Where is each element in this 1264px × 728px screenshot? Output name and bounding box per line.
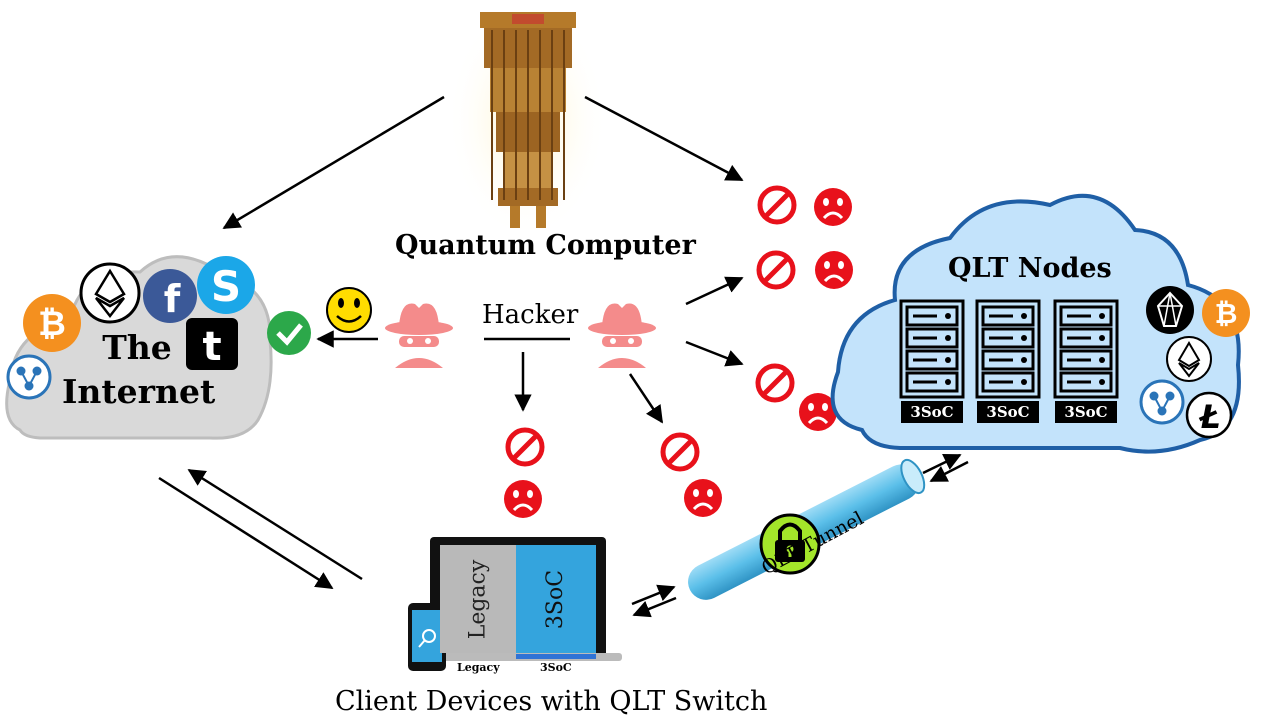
- rack-label: 3SoC: [977, 401, 1039, 423]
- svg-text:Ł: Ł: [1198, 398, 1220, 436]
- no-entry-icon: [663, 435, 697, 469]
- arrow-qc-to-qlt: [584, 95, 744, 182]
- smiley-icon: [326, 287, 372, 333]
- quantum-computer-label: Quantum Computer: [395, 230, 696, 261]
- tumblr-icon: t: [186, 318, 238, 370]
- laptop-base-legacy-label: Legacy: [457, 661, 500, 674]
- arrow-tunnel-to-client: [632, 596, 677, 618]
- ripple-icon: [6, 354, 52, 400]
- sad-face-icon: [682, 477, 724, 519]
- facebook-icon: f: [143, 269, 197, 323]
- soc-screen-label: 3SoC: [543, 569, 569, 629]
- quantum-computer-image: [447, 0, 607, 240]
- svg-text:₿: ₿: [38, 304, 66, 344]
- no-entry-icon: [759, 253, 793, 287]
- svg-text:f: f: [164, 277, 181, 321]
- qlt-nodes-label: QLT Nodes: [948, 253, 1112, 284]
- internet-label: The Internet: [62, 326, 216, 414]
- ethereum-icon: [1166, 336, 1212, 382]
- eos-icon: [1146, 286, 1194, 334]
- hacker-left-icon: [385, 303, 453, 368]
- check-icon: [267, 311, 311, 355]
- arrow-hacker-to-qlt-2: [685, 340, 744, 367]
- arrow-client-to-internet: [187, 468, 363, 581]
- phone-icon: [408, 603, 446, 671]
- legacy-screen-label: Legacy: [465, 559, 491, 639]
- server-rack-icon: [1053, 299, 1119, 399]
- internet-label-line2: Internet: [62, 372, 216, 411]
- bitcoin-icon: ₿: [1202, 289, 1250, 337]
- arrow-qc-to-internet: [222, 95, 445, 230]
- arrows: [158, 95, 969, 618]
- arrow-internet-to-client: [158, 476, 334, 590]
- no-entry-icon: [760, 188, 794, 222]
- internet-label-line1: The: [102, 328, 172, 367]
- bitcoin-icon: ₿: [23, 294, 81, 352]
- sad-face-icon: [812, 186, 854, 228]
- rack-label: 3SoC: [1055, 401, 1117, 423]
- arrow-hacker-down-right: [628, 373, 664, 424]
- laptop-3soc-screen: 3SoC: [516, 545, 596, 653]
- svg-text:₿: ₿: [1215, 297, 1238, 330]
- skype-icon: S: [197, 256, 255, 314]
- svg-text:S: S: [211, 262, 241, 311]
- hacker-right-icon: [588, 303, 656, 368]
- sad-face-icon: [502, 478, 544, 520]
- arrow-tunnel-to-qlt: [922, 453, 962, 475]
- no-entry-icon: [508, 430, 542, 464]
- sad-face-icon: [813, 249, 855, 291]
- lock-icon: [759, 513, 821, 575]
- arrow-hacker-to-qlt-1: [685, 276, 744, 306]
- client-devices-label: Client Devices with QLT Switch: [335, 686, 768, 717]
- svg-text:t: t: [202, 324, 221, 370]
- server-rack-icon: [975, 299, 1041, 399]
- hacker-label: Hacker: [482, 300, 579, 330]
- no-entry-icon: [758, 366, 792, 400]
- server-rack-icon: [899, 299, 965, 399]
- ripple-icon: [1139, 379, 1185, 425]
- ethereum-icon: [79, 262, 141, 324]
- laptop-base-3soc-label: 3SoC: [540, 661, 572, 674]
- litecoin-icon: Ł: [1185, 391, 1233, 439]
- rack-label: 3SoC: [901, 401, 963, 423]
- arrow-qlt-to-tunnel: [929, 460, 969, 483]
- laptop-legacy-screen: Legacy: [440, 545, 516, 653]
